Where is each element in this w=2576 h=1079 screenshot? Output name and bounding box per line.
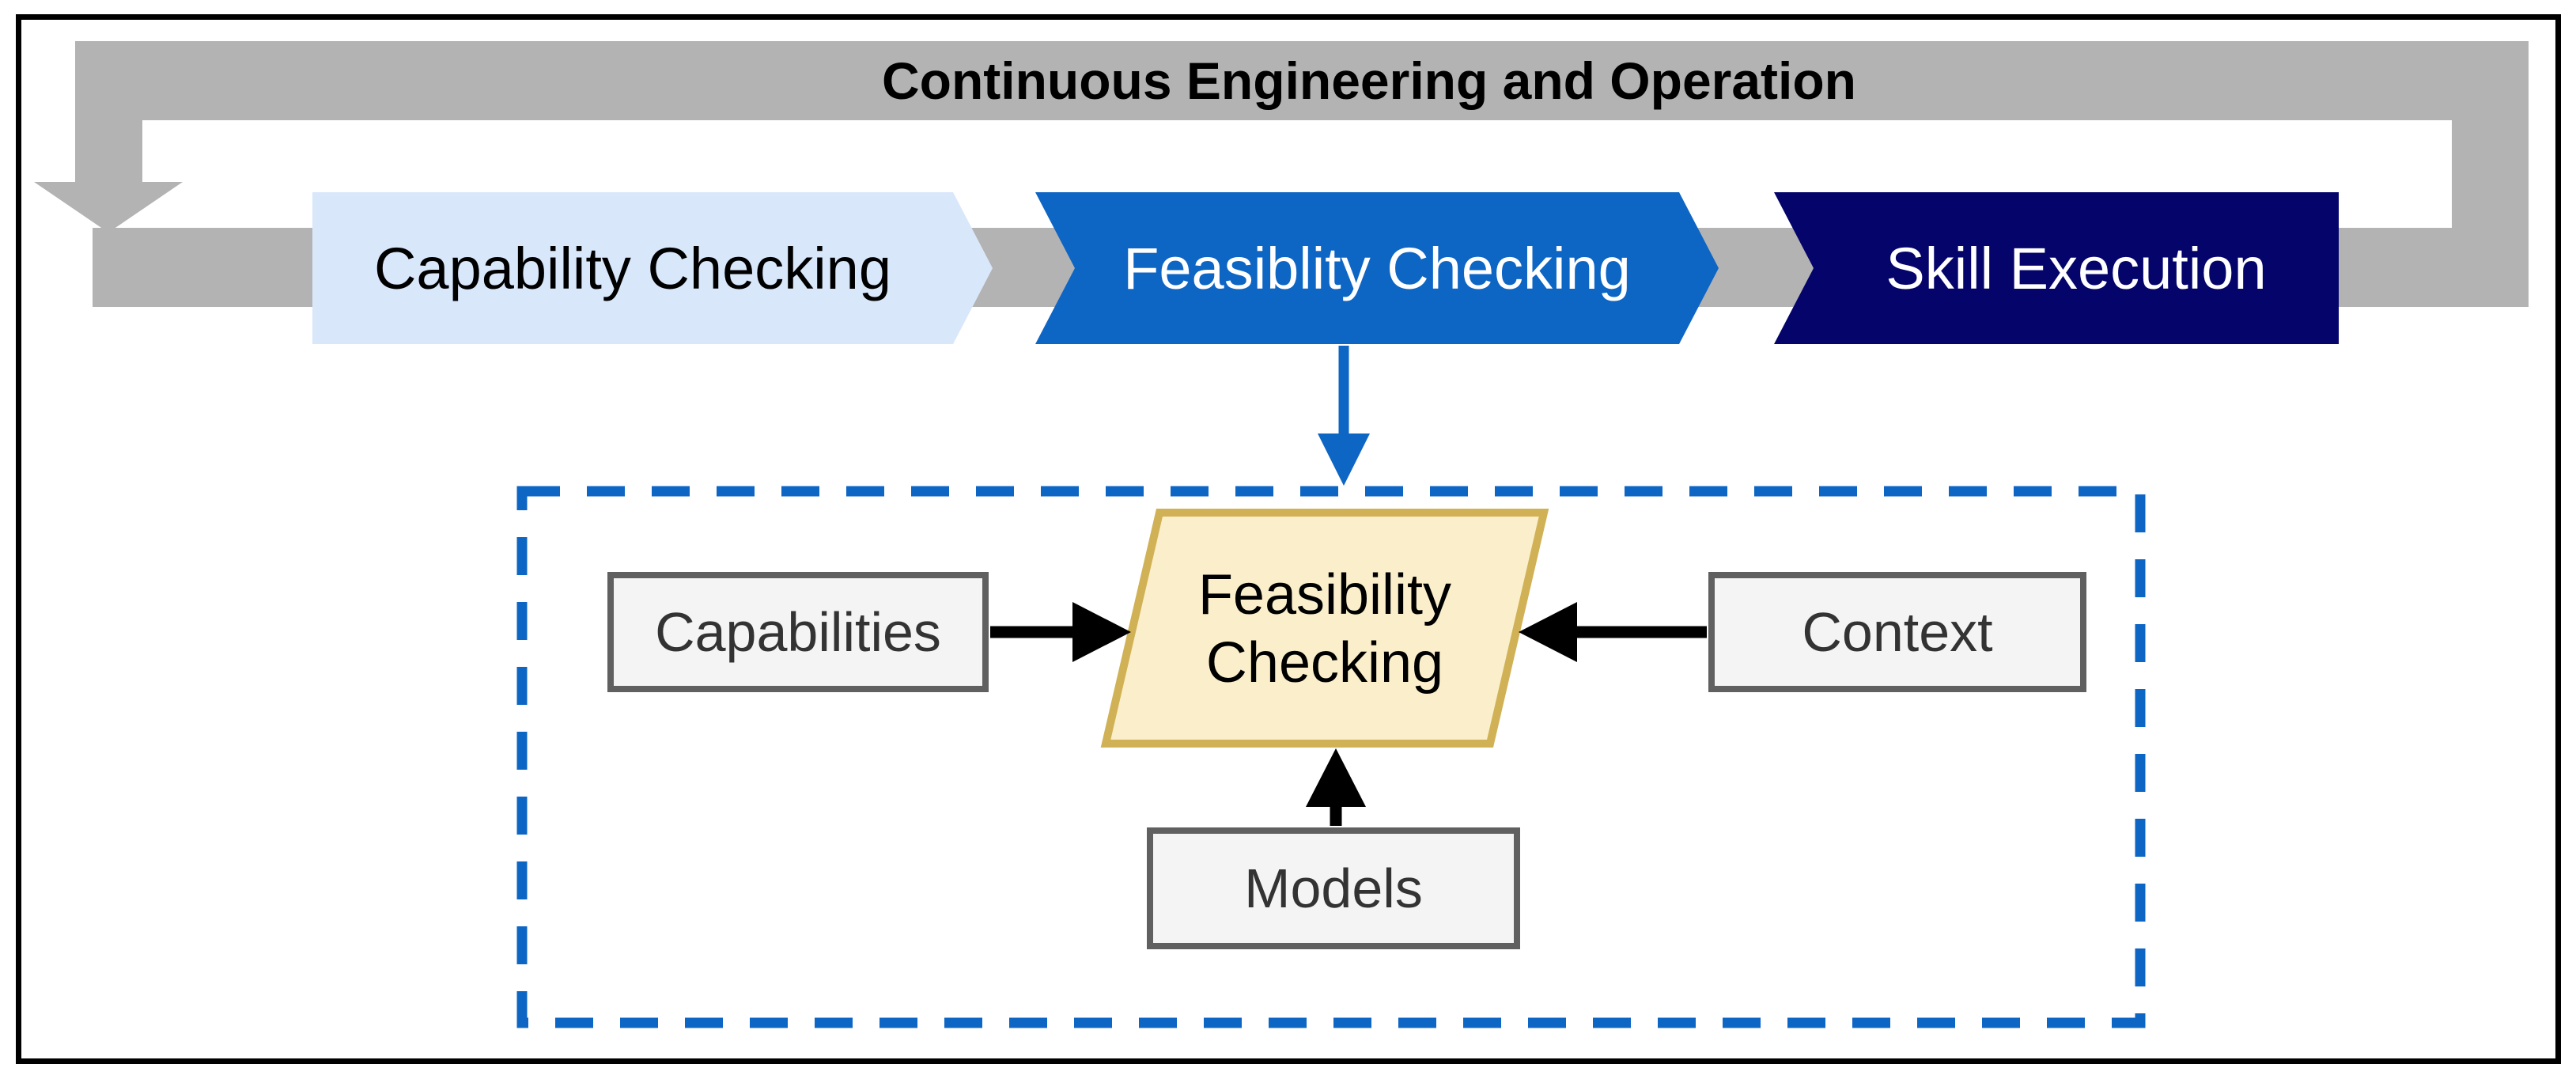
stage-feasibility-checking: Feasiblity Checking	[1035, 192, 1719, 344]
input-box-context: Context	[1708, 572, 2086, 692]
stage-skill-execution-label: Skill Execution	[1886, 235, 2267, 301]
process-label: Feasibility Checking	[1197, 562, 1452, 695]
detail-dashed-box	[516, 486, 2146, 1028]
stage-feasibility-checking-label: Feasiblity Checking	[1123, 235, 1631, 301]
loop-left-strip	[75, 41, 142, 184]
input-box-models: Models	[1147, 827, 1520, 949]
stage-skill-execution: Skill Execution	[1774, 192, 2339, 344]
outer-frame	[16, 14, 2561, 1064]
loop-title: Continuous Engineering and Operation	[882, 51, 1856, 110]
stage-capability-checking: Capability Checking	[312, 192, 993, 344]
input-box-capabilities: Capabilities	[607, 572, 989, 692]
loop-right-strip	[2452, 120, 2529, 307]
arrow-models-to-process	[1306, 748, 1366, 826]
feasibility-down-arrow	[1318, 346, 1370, 486]
arrow-context-to-process	[1519, 602, 1707, 662]
process-parallelogram	[1100, 509, 1549, 748]
input-box-context-label: Context	[1802, 601, 1993, 663]
stage-capability-checking-label: Capability Checking	[373, 235, 891, 301]
input-box-capabilities-label: Capabilities	[655, 601, 941, 663]
loop-top-band: Continuous Engineering and Operation	[75, 41, 2529, 120]
loop-down-arrowhead-icon	[34, 182, 183, 233]
input-box-models-label: Models	[1244, 858, 1423, 919]
arrow-capabilities-to-process	[990, 602, 1131, 662]
